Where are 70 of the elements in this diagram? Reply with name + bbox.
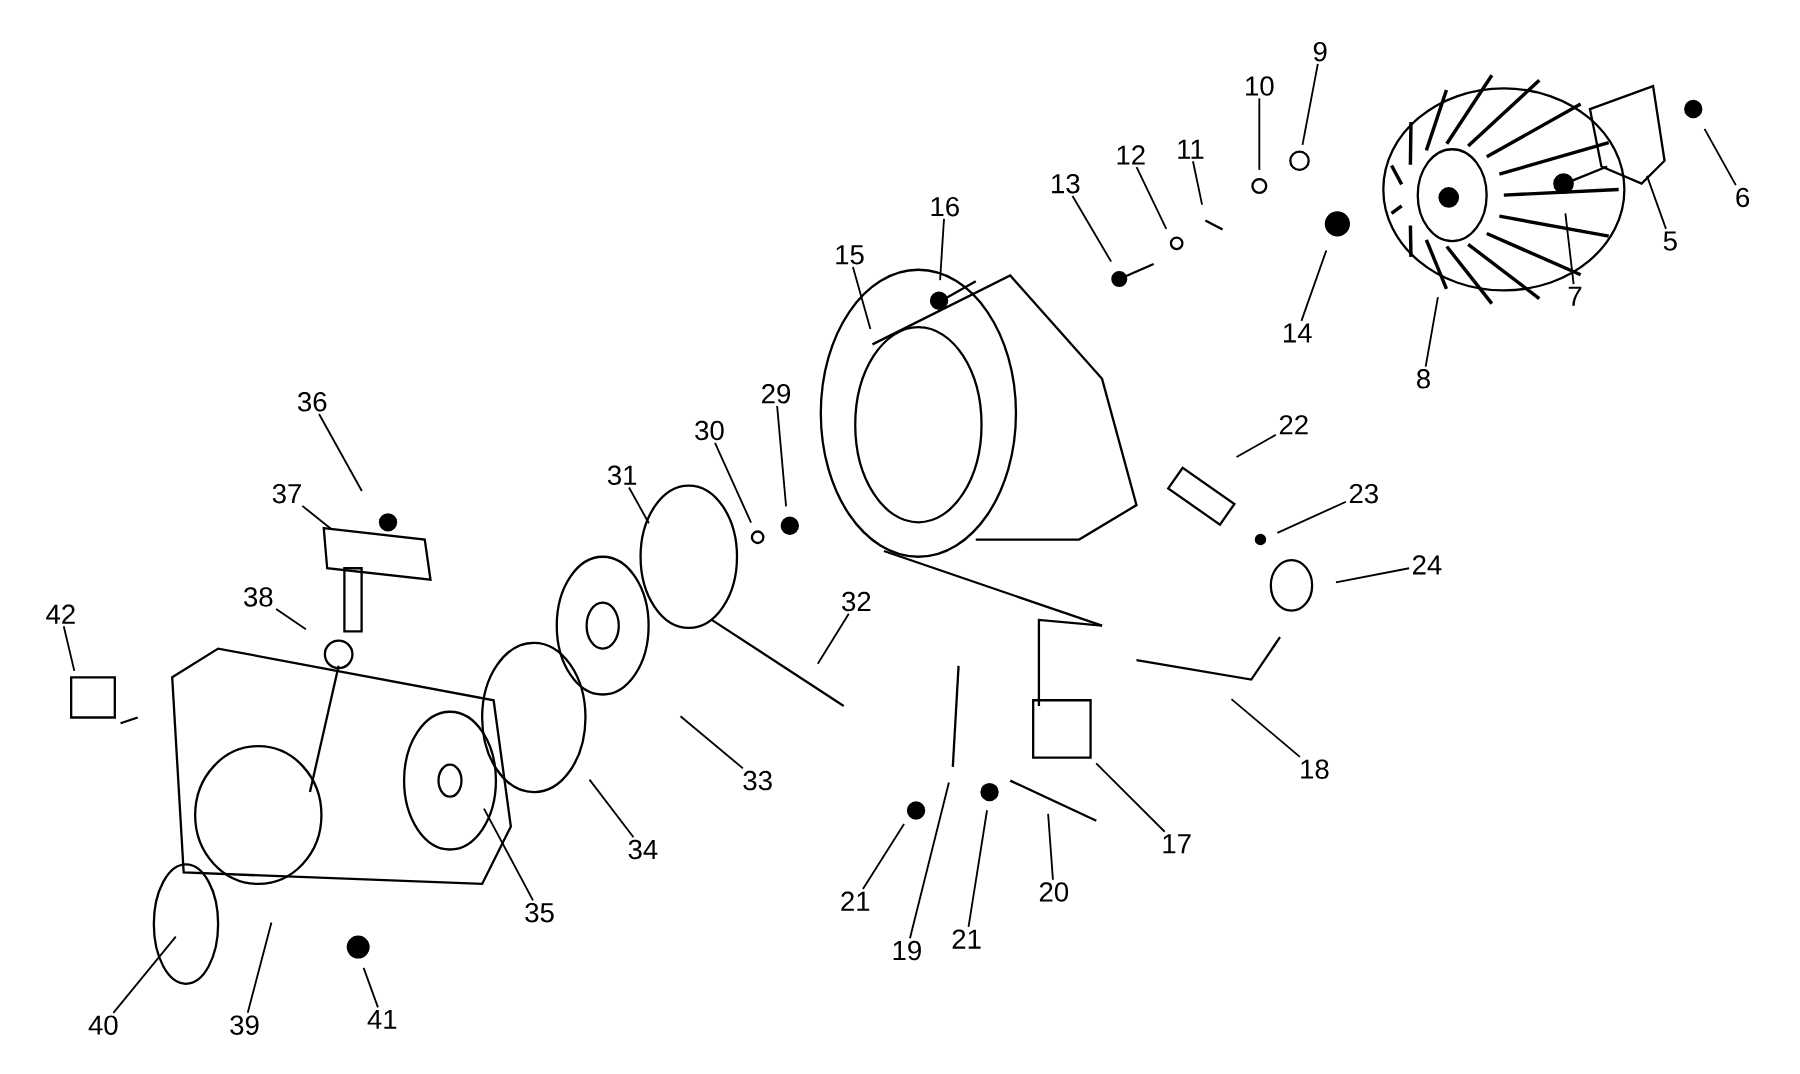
leader-line [1276,500,1347,534]
leader-line [909,781,950,939]
callout-number: 22 [1279,414,1308,435]
callout-number: 29 [762,383,791,404]
leader-line [967,809,988,928]
leader-line [852,265,872,330]
callout-number: 11 [1178,139,1204,159]
leader-line [1135,165,1168,230]
callout-number: 10 [1246,76,1274,96]
leader-line [1300,249,1328,322]
leader-line [1095,762,1166,833]
callout-number: 21 [952,929,981,949]
leader-line [112,935,177,1014]
leader-line [1335,567,1410,584]
callout-number: 8 [1417,368,1430,389]
callout-number: 24 [1413,554,1442,575]
callout-number: 41 [367,1009,397,1029]
callout-number: 19 [893,940,921,961]
callout-number: 30 [695,420,724,440]
leader-line [679,715,744,769]
callout-number: 40 [88,1015,118,1035]
leader-line [1646,174,1667,230]
leader-line [714,441,752,524]
callout-number: 42 [46,604,75,624]
callout-number: 13 [1052,173,1080,194]
callout-number: 7 [1568,286,1582,306]
callout-number: 35 [525,902,554,923]
leader-line [1235,433,1277,458]
leader-line [1071,194,1113,263]
leader-line [628,486,650,524]
leader-line [1230,698,1301,758]
callout-number: 17 [1163,834,1191,853]
leader-line [1258,97,1261,171]
leader-line [776,404,787,507]
leader-line [362,966,379,1009]
leader-line [301,504,333,531]
callout-number: 18 [1301,759,1329,779]
callout-number: 21 [841,891,870,911]
callout-number: 20 [1039,882,1069,902]
leader-line [862,822,905,890]
callout-number: 39 [230,1015,259,1035]
leader-line [1301,62,1319,146]
callout-number: 36 [297,391,327,412]
callout-number: 23 [1349,483,1378,504]
leader-line [318,412,363,492]
callout-number: 16 [931,196,959,217]
leader-line [1192,160,1203,206]
callout-number: 32 [842,591,871,612]
leader-line [1047,812,1054,881]
callout-number: 14 [1284,323,1312,343]
callout-number: 6 [1736,187,1750,207]
leader-line [275,607,307,630]
leader-line [1564,212,1575,285]
callout-number: 12 [1117,145,1145,165]
callout-number: 31 [607,465,637,485]
leader-line [1703,127,1737,186]
leader-line [62,625,76,672]
callout-number: 37 [272,483,301,504]
callout-number: 38 [244,586,273,607]
leader-line [939,217,945,281]
leader-line [1424,295,1439,368]
leader-line [816,612,850,665]
leader-line [246,921,273,1014]
callout-number: 5 [1663,231,1677,251]
leader-line [588,778,635,838]
callout-number: 33 [743,770,772,791]
leader-line [483,807,534,902]
callout-number: 34 [628,839,658,859]
callout-number: 9 [1313,41,1327,62]
callout-number: 15 [836,245,864,265]
